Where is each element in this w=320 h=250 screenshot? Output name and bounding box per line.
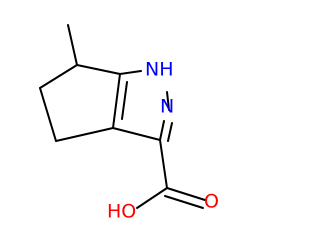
bond-c3a-c3 xyxy=(112,127,161,141)
molecule-canvas: NH N HO O xyxy=(39,24,219,223)
bond-skeleton xyxy=(39,24,206,209)
bond-c-o-double xyxy=(164,195,204,209)
bond-n1-n2 xyxy=(166,91,170,111)
atom-nh-label: NH xyxy=(145,59,174,81)
bond-c6a-n1 xyxy=(119,70,142,75)
atom-n-label: N xyxy=(160,96,174,118)
bond-n2-c3-double xyxy=(167,122,173,142)
bond-c-oh xyxy=(136,187,168,209)
atom-hydroxyl-label: HO xyxy=(107,201,136,223)
bond-c6-c6a xyxy=(76,64,121,75)
bond-c5-c4 xyxy=(39,87,57,142)
bond-c6-c5 xyxy=(39,64,78,89)
bond-n2-c3 xyxy=(159,120,165,141)
bond-methyl xyxy=(67,24,78,66)
atom-carbonyl-oxygen-label: O xyxy=(204,191,219,213)
bond-c3a-c6a-inner xyxy=(121,81,128,120)
bond-c4-c3a xyxy=(55,127,114,142)
bond-c3a-c6a xyxy=(112,73,121,129)
bond-c3-ccooh xyxy=(159,139,168,189)
bond-c-o xyxy=(166,187,206,201)
molecule-structure: NH N HO O xyxy=(39,24,219,223)
